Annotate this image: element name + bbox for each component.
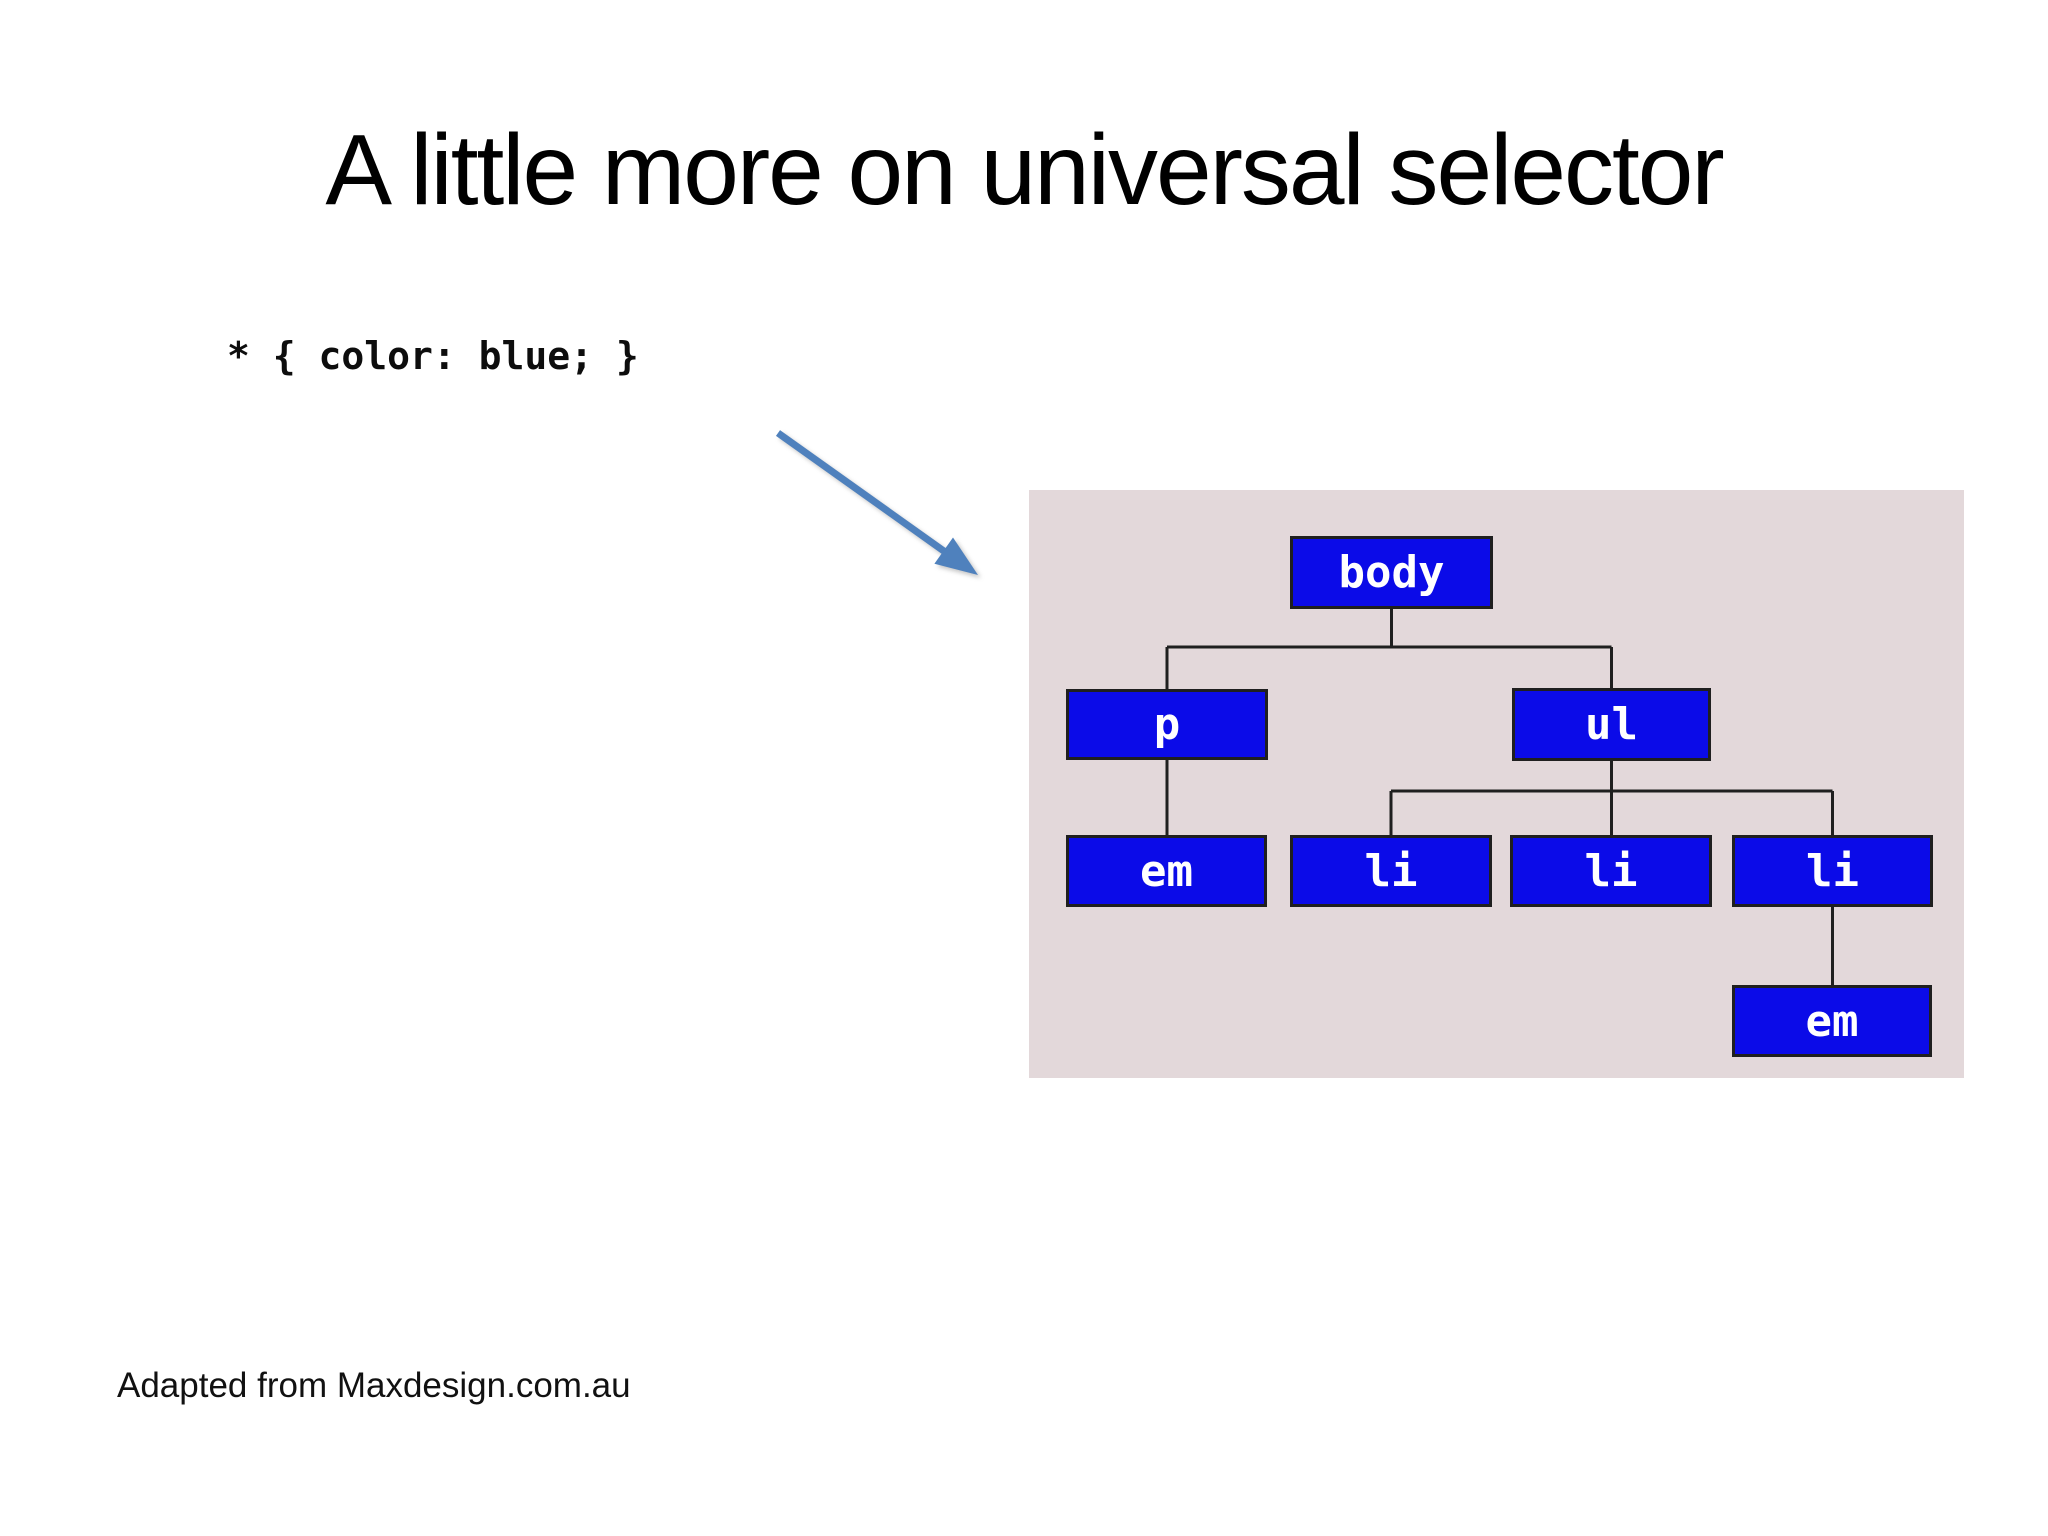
page-title: A little more on universal selector — [325, 114, 1724, 226]
pointer-arrow-icon — [775, 430, 978, 575]
tree-node-body-label: body — [1338, 547, 1445, 598]
tree-node-em-under-li: em — [1732, 985, 1932, 1057]
tree-node-li1-label: li — [1364, 845, 1418, 897]
tree-node-em2-label: em — [1805, 995, 1859, 1047]
tree-node-p-label: p — [1153, 699, 1181, 750]
dom-tree-panel: body p ul em li li li em — [1029, 490, 1964, 1078]
tree-node-li-2: li — [1510, 835, 1712, 907]
tree-node-em1-label: em — [1140, 845, 1193, 897]
tree-node-ul: ul — [1512, 688, 1711, 761]
tree-node-body: body — [1290, 536, 1493, 609]
tree-connector-lines — [1165, 609, 1834, 985]
tree-node-ul-label: ul — [1585, 699, 1638, 750]
css-code-snippet: * { color: blue; } — [227, 334, 639, 378]
tree-node-em-under-p: em — [1066, 835, 1267, 907]
tree-node-li2-label: li — [1584, 845, 1638, 897]
tree-node-li-3: li — [1732, 835, 1933, 907]
tree-node-li-1: li — [1290, 835, 1492, 907]
tree-node-p: p — [1066, 689, 1268, 760]
attribution-text: Adapted from Maxdesign.com.au — [117, 1366, 631, 1405]
tree-node-li3-label: li — [1806, 845, 1859, 897]
